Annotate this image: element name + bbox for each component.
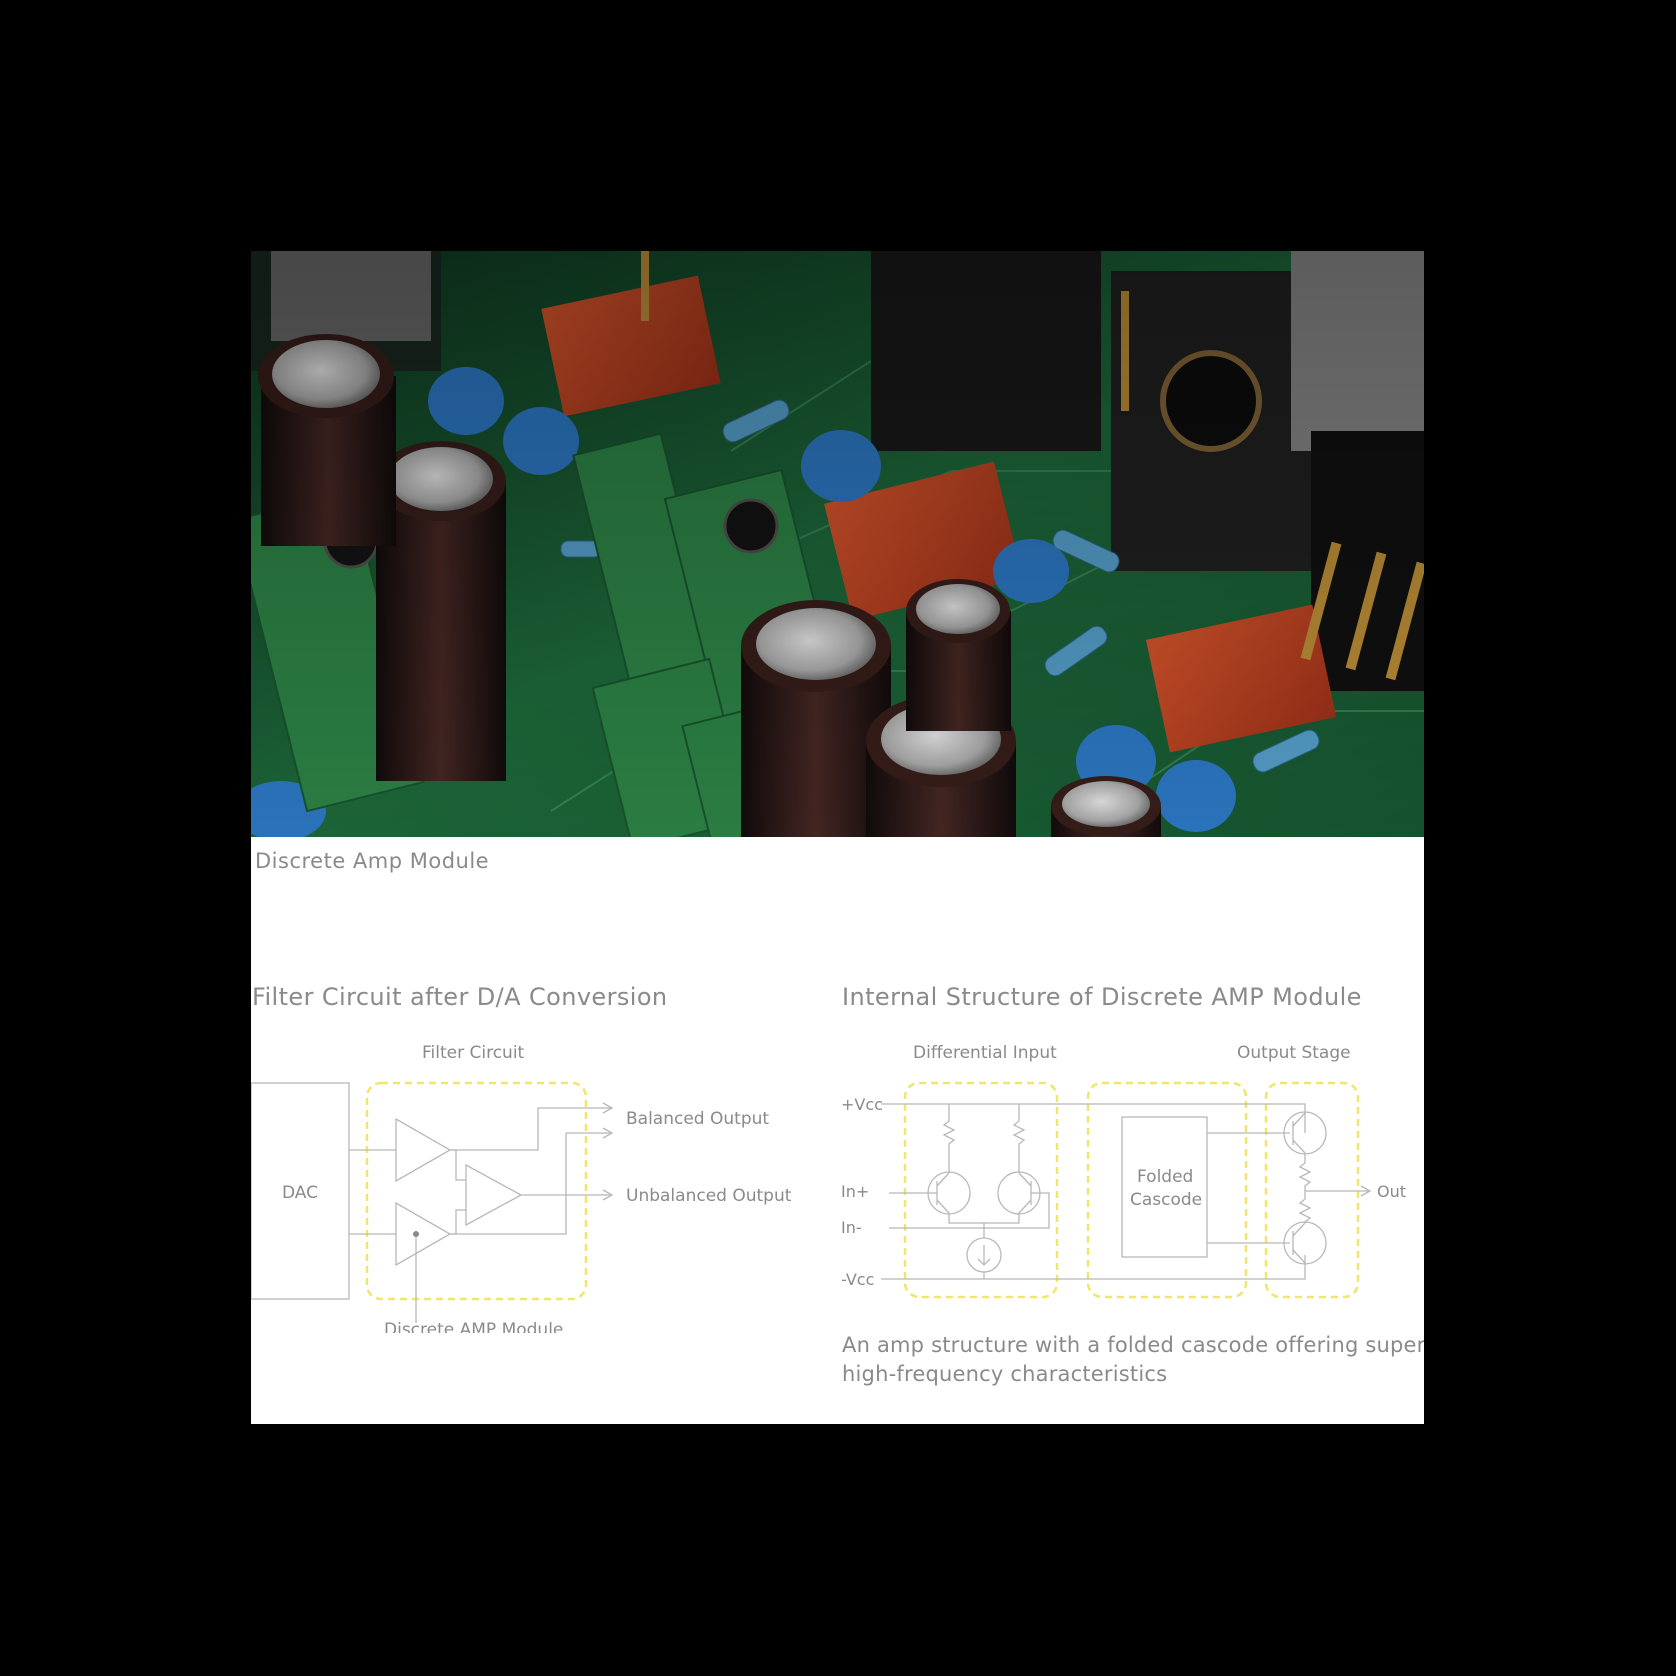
differential-input-label: Differential Input xyxy=(913,1043,1057,1063)
op-amp-3 xyxy=(395,1201,452,1267)
vcc-negative-label: -Vcc xyxy=(841,1270,874,1289)
in-negative-label: In- xyxy=(841,1218,862,1237)
vcc-positive-label: +Vcc xyxy=(841,1095,883,1114)
dac-block xyxy=(251,1082,350,1300)
op-amp-2 xyxy=(465,1163,523,1227)
balanced-output-label: Balanced Output xyxy=(626,1109,769,1129)
content-panel: Discrete Amp Module Filter Circuit after… xyxy=(251,251,1424,1424)
dac-label: DAC xyxy=(282,1183,318,1203)
output-stage-highlight xyxy=(1264,1081,1360,1299)
in-positive-label: In+ xyxy=(841,1182,869,1201)
op-amp-1 xyxy=(395,1117,452,1183)
discrete-amp-module-label: Discrete AMP Module xyxy=(384,1320,563,1333)
filter-circuit-diagram: Filter Circuit DAC Balanced Output Unbal… xyxy=(251,1043,792,1333)
filter-circuit-highlight xyxy=(365,1081,588,1301)
folded-cascode-highlight xyxy=(1086,1081,1248,1299)
unbalanced-output-label: Unbalanced Output xyxy=(626,1186,792,1206)
amp-description-line2: high-frequency characteristics xyxy=(842,1362,1168,1386)
circuit-board-photo xyxy=(251,251,1424,837)
folded-cascode-block xyxy=(1121,1116,1208,1258)
amp-description-line1: An amp structure with a folded cascode o… xyxy=(842,1333,1424,1357)
filter-circuit-label: Filter Circuit xyxy=(422,1043,525,1063)
photo-caption: Discrete Amp Module xyxy=(255,849,490,873)
amp-structure-title: Internal Structure of Discrete AMP Modul… xyxy=(842,983,1362,1011)
cascode-label: Cascode xyxy=(1130,1190,1202,1210)
amp-structure-diagram: Differential Input Output Stage +Vcc -Vc… xyxy=(841,1043,1406,1299)
differential-input-highlight xyxy=(903,1081,1059,1299)
amp-description: An amp structure with a folded cascode o… xyxy=(842,1331,1424,1389)
output-stage-label: Output Stage xyxy=(1237,1043,1351,1063)
out-label: Out xyxy=(1377,1182,1406,1201)
filter-circuit-title: Filter Circuit after D/A Conversion xyxy=(252,983,668,1011)
folded-label: Folded xyxy=(1137,1167,1193,1187)
